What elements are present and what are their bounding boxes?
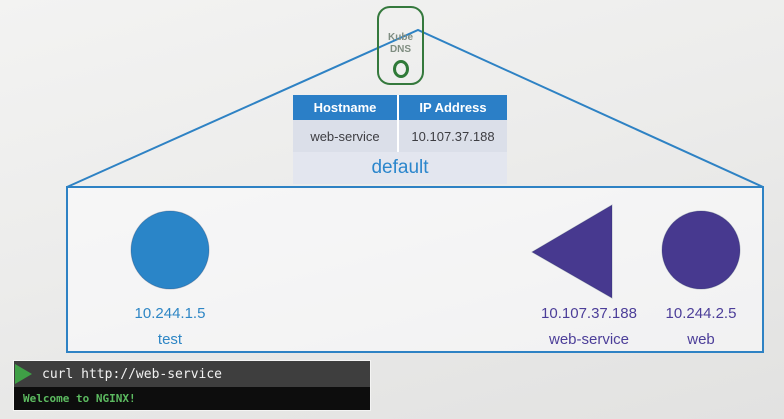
pod-test-labels: 10.244.1.5 test: [85, 305, 255, 348]
kube-dns-label-line1: Kube: [388, 32, 413, 43]
play-icon: [15, 364, 32, 384]
pod-web-labels: 10.244.2.5 web: [616, 305, 784, 348]
table-header-ip-address: IP Address: [399, 95, 507, 120]
dns-connection-lines: [66, 28, 764, 188]
terminal-window[interactable]: curl http://web-service Welcome to NGINX…: [14, 361, 370, 410]
table-cell-ip-address: 10.107.37.188: [399, 120, 507, 152]
kube-dns-port-icon: [392, 60, 409, 78]
terminal-output: Welcome to NGINX!: [14, 387, 370, 410]
table-header-row: Hostname IP Address: [293, 95, 507, 120]
service-web-service-ip: 10.107.37.188: [541, 305, 637, 322]
pod-web-ip: 10.244.2.5: [665, 305, 737, 322]
terminal-command-bar: curl http://web-service: [14, 361, 370, 387]
dns-records-table: Hostname IP Address web-service 10.107.3…: [293, 95, 507, 184]
terminal-command: curl http://web-service: [42, 366, 223, 382]
service-web-service-name: web-service: [548, 331, 630, 348]
pod-test-name: test: [157, 331, 183, 348]
service-web-service-triangle: [531, 204, 613, 299]
pod-web-name: web: [687, 331, 715, 348]
pod-test-circle: [130, 210, 210, 290]
pod-web-circle: [661, 210, 741, 290]
kube-dns-label: Kube DNS: [379, 32, 422, 56]
kube-dns-node: Kube DNS: [377, 6, 424, 85]
terminal-output-text: Welcome to NGINX!: [23, 392, 136, 405]
pod-test-ip: 10.244.1.5: [134, 305, 206, 322]
namespace-label: default: [293, 152, 507, 184]
kube-dns-label-line2: DNS: [389, 44, 412, 55]
table-row: web-service 10.107.37.188: [293, 120, 507, 152]
table-header-hostname: Hostname: [293, 95, 397, 120]
table-cell-hostname: web-service: [293, 120, 397, 152]
service-web-service-labels: 10.107.37.188 web-service: [504, 305, 674, 348]
